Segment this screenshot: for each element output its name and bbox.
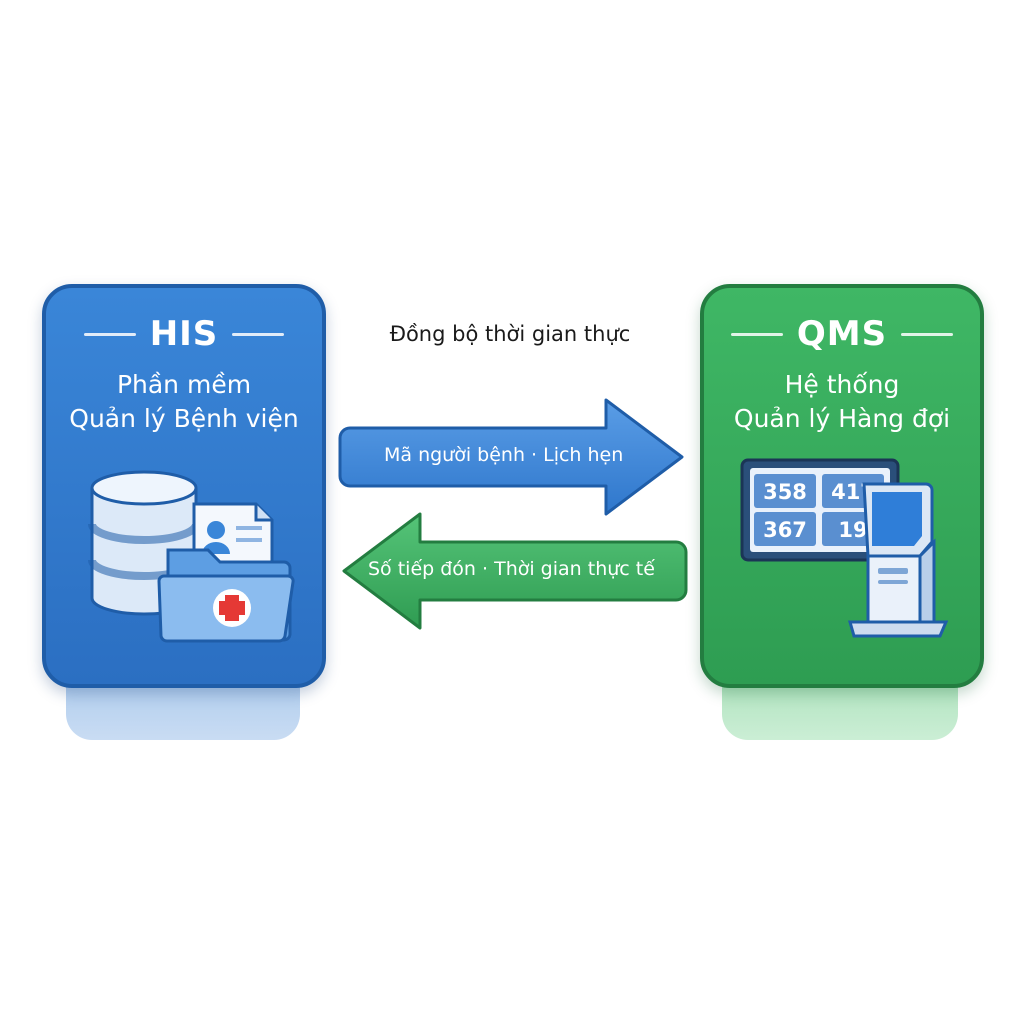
qms-subtitle-line2: Quản lý Hàng đợi [733, 404, 951, 433]
qms-title-line-left [730, 332, 783, 336]
qms-subtitle: Hệ thống Quản lý Hàng đợi [704, 368, 980, 436]
sync-label: Đồng bộ thời gian thực [389, 322, 631, 346]
his-illustration [88, 470, 295, 643]
kiosk-icon [848, 482, 949, 638]
qms-title: QMS [796, 314, 888, 354]
his-title-line-right [232, 332, 285, 336]
qms-header: QMS [704, 312, 980, 356]
display-number-1: 358 [763, 480, 807, 504]
display-number-3: 367 [763, 518, 807, 542]
his-card: HIS Phần mềm Quản lý Bệnh viện [42, 284, 326, 688]
flow-to-his-label: Số tiếp đón · Thời gian thực tế [368, 558, 655, 580]
his-header: HIS [46, 312, 322, 356]
medical-folder-icon [157, 548, 295, 643]
his-title: HIS [149, 314, 219, 354]
qms-title-line-right [901, 332, 954, 336]
his-subtitle-line1: Phần mềm [116, 370, 252, 399]
his-subtitle-line2: Quản lý Bệnh viện [69, 404, 299, 433]
flow-to-qms-label: Mã người bệnh · Lịch hẹn [384, 444, 624, 466]
display-number-4: 19 [838, 518, 867, 542]
qms-card: QMS Hệ thống Quản lý Hàng đợi 358 417 36… [700, 284, 984, 688]
his-subtitle: Phần mềm Quản lý Bệnh viện [46, 368, 322, 436]
arrow-left-icon [342, 512, 688, 630]
his-title-line-left [83, 332, 136, 336]
arrow-right-icon [338, 398, 684, 516]
qms-illustration: 358 417 367 19 [740, 458, 949, 638]
qms-subtitle-line1: Hệ thống [784, 370, 900, 399]
